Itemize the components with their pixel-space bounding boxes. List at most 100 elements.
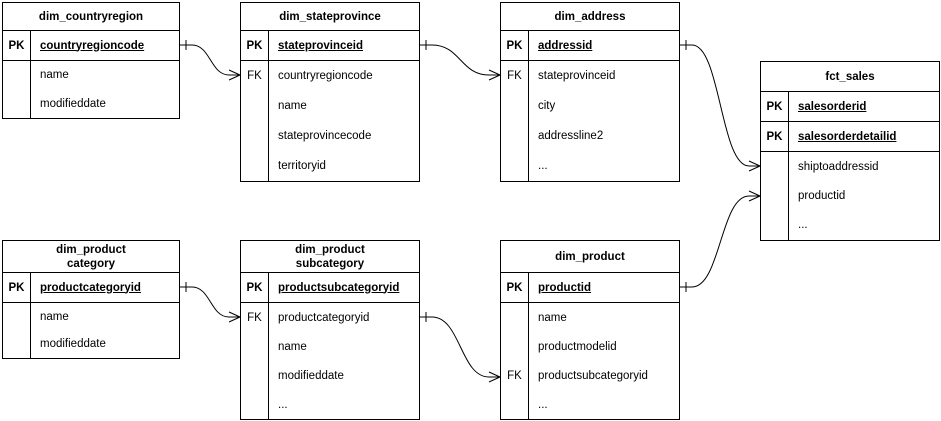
entity-title-dim_stateprovince: dim_stateprovince [241, 3, 419, 31]
relationship-line [180, 286, 240, 318]
attribute-name: addressid [538, 39, 593, 52]
key-label [761, 211, 788, 240]
attribute-block: FK countryregioncode name stateprovincecode… [241, 61, 419, 181]
attribute-name: productsubcategoryid [538, 369, 648, 382]
entity-title-line: dim_product [555, 250, 625, 263]
crowsfoot-prong [488, 74, 501, 81]
crowsfoot-prong [748, 195, 761, 202]
attribute-name: name [278, 340, 307, 353]
key-column: FK [241, 61, 269, 181]
crowsfoot-prong [748, 160, 761, 167]
relationship-product-to-sales[interactable] [680, 190, 761, 292]
key-column: FK [501, 303, 529, 419]
attribute-name: countryregioncode [278, 70, 373, 82]
key-label: PK [241, 31, 269, 60]
key-label: FK [507, 369, 522, 382]
pk-row[interactable]: PK stateprovinceid [241, 31, 419, 61]
crowsfoot-prong [488, 376, 501, 383]
attribute-name: ... [798, 219, 808, 232]
attribute-column: shiptoaddressid productid... [789, 152, 939, 240]
key-label [241, 151, 268, 181]
key-label: FK [507, 70, 522, 82]
attribute-name: countryregioncode [40, 39, 145, 52]
key-label: PK [501, 273, 529, 302]
relationship-address-to-sales[interactable] [680, 40, 761, 172]
pk-row[interactable]: PK productid [501, 273, 679, 303]
entity-title-line: dim_product [295, 243, 365, 256]
entity-title-fct_sales: fct_sales [761, 62, 939, 92]
attribute-name: stateprovincecode [278, 130, 372, 142]
relationship-line [680, 195, 760, 288]
attribute-name: productmodelid [538, 340, 617, 353]
key-label [501, 332, 528, 361]
key-label [501, 121, 528, 151]
key-label: PK [241, 273, 269, 302]
relationship-productsubcategory-to-product[interactable] [420, 312, 501, 383]
attribute-name: ... [278, 398, 288, 411]
entity-title-line: dim_countryregion [38, 10, 144, 23]
key-label [501, 390, 528, 419]
key-column [3, 303, 31, 358]
attribute-name: salesorderid [798, 100, 867, 113]
crowsfoot-prong [748, 190, 761, 197]
attribute-name: productid [798, 189, 846, 202]
key-label [241, 361, 268, 390]
key-label [761, 181, 788, 210]
attribute-name: productid [538, 281, 592, 294]
attribute-name: city [538, 100, 556, 112]
key-label: PK [761, 92, 789, 121]
relationship-line [180, 44, 240, 76]
key-label [501, 303, 528, 332]
key-label: PK [3, 273, 31, 302]
attribute-name: name [278, 100, 307, 112]
key-label [241, 121, 268, 151]
relationship-stateprovince-to-address[interactable] [420, 40, 501, 81]
entity-title-dim_address: dim_address [501, 3, 679, 31]
key-label [3, 303, 30, 331]
entity-title-line: subcategory [295, 257, 365, 270]
attribute-name: stateprovinceid [538, 70, 616, 82]
pk-row[interactable]: PK addressid [501, 31, 679, 61]
entity-title-line: dim_stateprovince [279, 10, 381, 23]
entity-title-line: category [67, 257, 115, 270]
attribute-name: salesorderdetailid [798, 130, 897, 143]
attribute-name: stateprovinceid [278, 39, 363, 52]
pk-row[interactable]: PK salesorderid [761, 92, 939, 122]
attribute-name: shiptoaddressid [798, 160, 879, 173]
relationship-countryregion-to-stateprovince[interactable] [180, 40, 241, 81]
crowsfoot-prong [228, 74, 241, 81]
key-label [241, 390, 268, 419]
key-label [241, 332, 268, 361]
crowsfoot-prong [228, 311, 241, 318]
key-label [3, 61, 30, 90]
key-column: FK [501, 61, 529, 181]
key-label: FK [247, 311, 262, 324]
key-label [241, 91, 268, 121]
crowsfoot-prong [228, 316, 241, 323]
attribute-name: name [538, 311, 567, 324]
relationship-productcategory-to-subcategory[interactable] [180, 282, 241, 323]
key-label: PK [501, 31, 529, 60]
entity-title-line: dim_product [56, 243, 126, 256]
entity-title-dim_countryregion: dim_countryregion [3, 3, 179, 31]
